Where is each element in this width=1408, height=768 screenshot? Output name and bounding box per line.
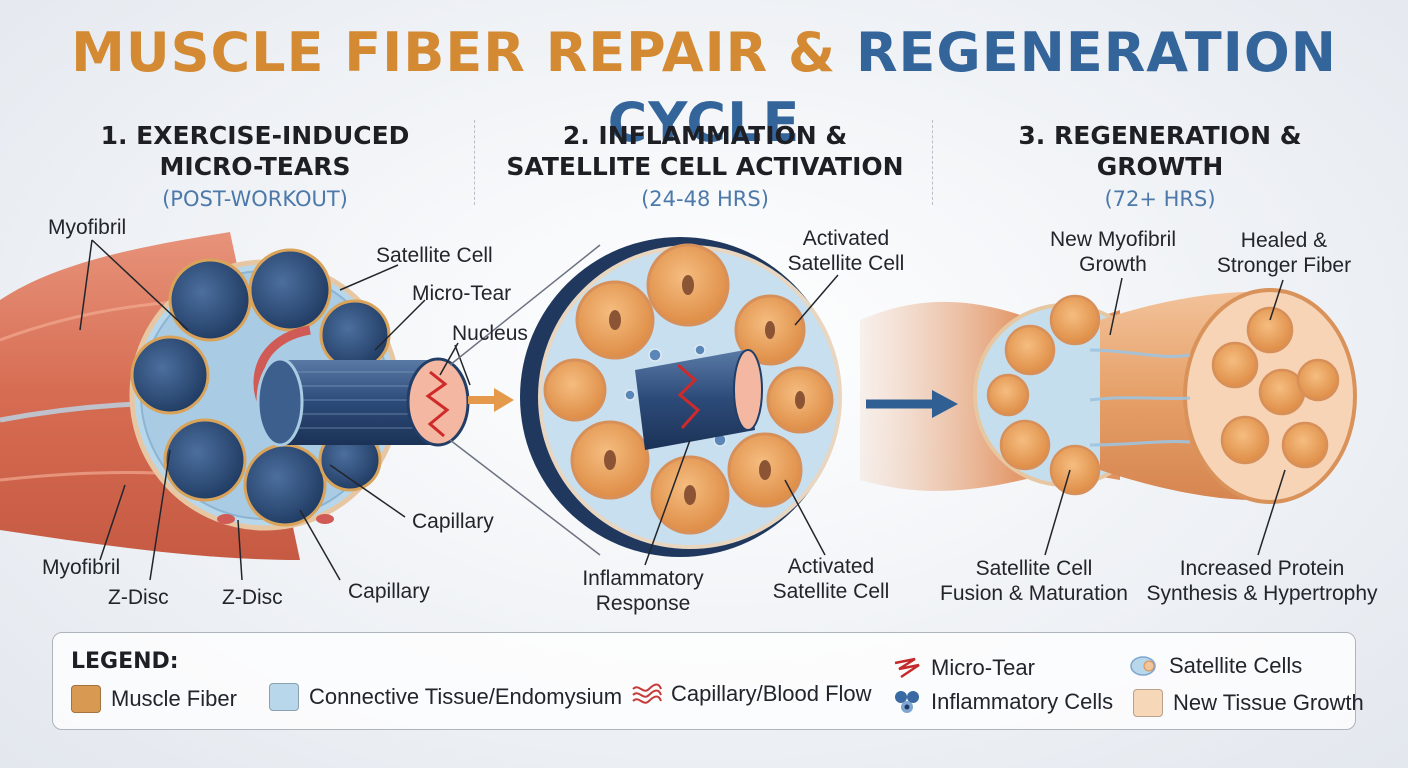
stage-3-timing: (72+ HRS) xyxy=(1104,187,1216,211)
title-part-blue: REGENERATION CYCLE xyxy=(607,21,1337,154)
label-fusion-line2: Fusion & Maturation xyxy=(940,582,1128,605)
title-part-orange: MUSCLE FIBER REPAIR & xyxy=(71,21,837,84)
legend-item-satellite-cells: Satellite Cells xyxy=(1129,653,1302,679)
legend-item-muscle-fiber: Muscle Fiber xyxy=(71,685,237,713)
legend-item-new-tissue: New Tissue Growth xyxy=(1133,689,1364,717)
legend-label-connective-tissue: Connective Tissue/Endomysium xyxy=(309,684,623,709)
stage-3-illustration xyxy=(860,288,1357,504)
label-nucleus: Nucleus xyxy=(452,322,528,345)
stage-3-labels: New Myofibril Growth Healed & Stronger F… xyxy=(940,228,1378,605)
connective-tissue-swatch xyxy=(269,683,299,711)
extracted-fiber-cylinder xyxy=(280,360,440,445)
legend: LEGEND: Muscle Fiber Connective Tissue/E… xyxy=(52,632,1364,730)
damaged-fibers xyxy=(130,248,391,527)
label-z-disc-1: Z-Disc xyxy=(108,586,169,609)
legend-label-satellite-cells: Satellite Cells xyxy=(1169,653,1303,678)
stage-1-title-line2: MICRO-TEARS xyxy=(159,152,351,181)
label-healed-line2: Stronger Fiber xyxy=(1217,254,1351,277)
label-capillary-right: Capillary xyxy=(412,510,494,533)
stage-1-illustration xyxy=(0,232,514,560)
label-myofibril-bottom: Myofibril xyxy=(42,556,120,579)
stage-2-illustration xyxy=(449,237,842,557)
stage-2-labels: Activated Satellite Cell Inflammatory Re… xyxy=(582,227,904,615)
label-activated-top-line2: Satellite Cell xyxy=(788,252,905,275)
label-satellite-cell: Satellite Cell xyxy=(376,244,493,267)
inflammatory-cells-icon xyxy=(895,691,919,713)
stage-1-timing: (POST-WORKOUT) xyxy=(162,187,348,211)
stage-2-title-line1: 2. INFLAMMATION & xyxy=(562,121,848,150)
stage-2-callouts xyxy=(644,274,839,566)
stage-3-heading: 3. REGENERATION & GROWTH (72+ HRS) xyxy=(1010,120,1310,215)
legend-label-new-tissue: New Tissue Growth xyxy=(1173,690,1364,715)
stage-divider-1 xyxy=(474,120,475,205)
stage-1-callouts xyxy=(79,239,471,581)
micro-tear-mark xyxy=(425,370,450,438)
label-activated-bottom-line1: Activated xyxy=(788,555,874,578)
new-tissue-swatch xyxy=(1133,689,1163,717)
stage-divider-2 xyxy=(932,120,933,205)
legend-label-micro-tear: Micro-Tear xyxy=(931,655,1035,680)
label-myofibril-top: Myofibril xyxy=(48,216,126,239)
label-z-disc-2: Z-Disc xyxy=(222,586,283,609)
legend-label-capillary: Capillary/Blood Flow xyxy=(671,681,872,706)
label-capillary-bottom: Capillary xyxy=(348,580,430,603)
stage-2-timing: (24-48 HRS) xyxy=(641,187,769,211)
stage-3-callouts xyxy=(1044,277,1286,556)
label-inflammatory-line1: Inflammatory xyxy=(582,567,704,590)
stage-3-title-line2: GROWTH xyxy=(1096,152,1224,181)
label-activated-bottom-line2: Satellite Cell xyxy=(773,580,890,603)
satellite-cells-icon xyxy=(1130,656,1156,676)
label-healed-line1: Healed & xyxy=(1241,229,1327,252)
stage-1-labels: Myofibril Satellite Cell Micro-Tear Nucl… xyxy=(42,216,528,609)
capillary-squiggle-icon xyxy=(632,683,662,704)
damaged-fiber-segment xyxy=(635,350,755,450)
legend-title: LEGEND: xyxy=(71,649,179,674)
legend-item-connective-tissue: Connective Tissue/Endomysium xyxy=(269,683,622,711)
legend-item-inflammatory-cells: Inflammatory Cells xyxy=(891,689,1113,715)
stage-2-heading: 2. INFLAMMATION & SATELLITE CELL ACTIVAT… xyxy=(500,120,910,215)
stage-1-title-line1: 1. EXERCISE-INDUCED xyxy=(100,121,410,150)
label-activated-top-line1: Activated xyxy=(803,227,889,250)
legend-item-capillary: Capillary/Blood Flow xyxy=(631,681,872,707)
micro-tear-icon xyxy=(894,657,920,679)
legend-label-inflammatory-cells: Inflammatory Cells xyxy=(931,689,1114,714)
label-micro-tear: Micro-Tear xyxy=(412,282,511,305)
label-protein-line2: Synthesis & Hypertrophy xyxy=(1146,582,1378,605)
label-fusion-line1: Satellite Cell xyxy=(976,557,1093,580)
stage-3-title-line1: 3. REGENERATION & xyxy=(1018,121,1302,150)
label-new-myofibril-line2: Growth xyxy=(1079,253,1147,276)
legend-item-micro-tear: Micro-Tear xyxy=(891,655,1035,681)
muscle-fiber-swatch xyxy=(71,685,101,713)
label-inflammatory-line2: Response xyxy=(596,592,691,615)
stage-2-title-line2: SATELLITE CELL ACTIVATION xyxy=(506,152,904,181)
page-title: MUSCLE FIBER REPAIR & REGENERATION CYCLE xyxy=(0,18,1408,158)
stage-1-heading: 1. EXERCISE-INDUCED MICRO-TEARS (POST-WO… xyxy=(90,120,420,215)
legend-label-muscle-fiber: Muscle Fiber xyxy=(111,686,237,711)
label-new-myofibril-line1: New Myofibril xyxy=(1050,228,1176,251)
label-protein-line1: Increased Protein xyxy=(1180,557,1345,580)
